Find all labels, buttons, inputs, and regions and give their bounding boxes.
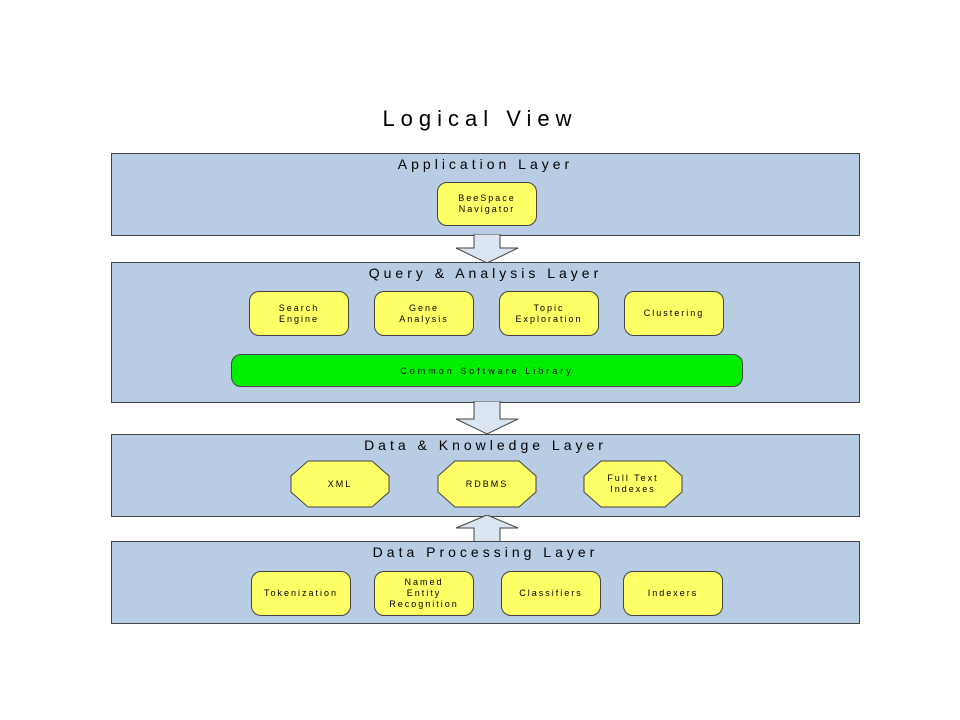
data-knowledge-layer: Data & Knowledge Layer XML RDBMS Full Te…	[111, 434, 860, 517]
xml-octagon: XML	[290, 460, 390, 508]
topic-exploration-box: Topic Exploration	[499, 291, 599, 336]
tokenization-box: Tokenization	[251, 571, 351, 616]
rdbms-octagon: RDBMS	[437, 460, 537, 508]
full-text-indexes-label: Full Text Indexes	[607, 473, 659, 494]
clustering-box: Clustering	[624, 291, 724, 336]
xml-label: XML	[327, 478, 353, 489]
query-analysis-layer: Query & Analysis Layer Search Engine Gen…	[111, 262, 860, 403]
data-knowledge-layer-title: Data & Knowledge Layer	[364, 437, 607, 453]
arrow-down-1	[455, 234, 519, 264]
common-software-library-bar: Common Software Library	[231, 354, 743, 387]
data-processing-layer-title: Data Processing Layer	[372, 544, 599, 560]
gene-analysis-box: Gene Analysis	[374, 291, 474, 336]
named-entity-recognition-box: Named Entity Recognition	[374, 571, 474, 616]
arrow-down-2	[455, 401, 519, 435]
classifiers-box: Classifiers	[501, 571, 601, 616]
beespace-navigator-box: BeeSpace Navigator	[437, 182, 537, 226]
query-analysis-layer-title: Query & Analysis Layer	[368, 265, 603, 281]
arrow-up-1	[455, 515, 519, 543]
application-layer: Application Layer BeeSpace Navigator	[111, 153, 860, 236]
full-text-indexes-octagon: Full Text Indexes	[583, 460, 683, 508]
application-layer-title: Application Layer	[397, 156, 574, 172]
data-processing-layer: Data Processing Layer Tokenization Named…	[111, 541, 860, 624]
diagram-title: Logical View	[382, 106, 578, 131]
rdbms-label: RDBMS	[465, 478, 509, 489]
indexers-box: Indexers	[623, 571, 723, 616]
search-engine-box: Search Engine	[249, 291, 349, 336]
